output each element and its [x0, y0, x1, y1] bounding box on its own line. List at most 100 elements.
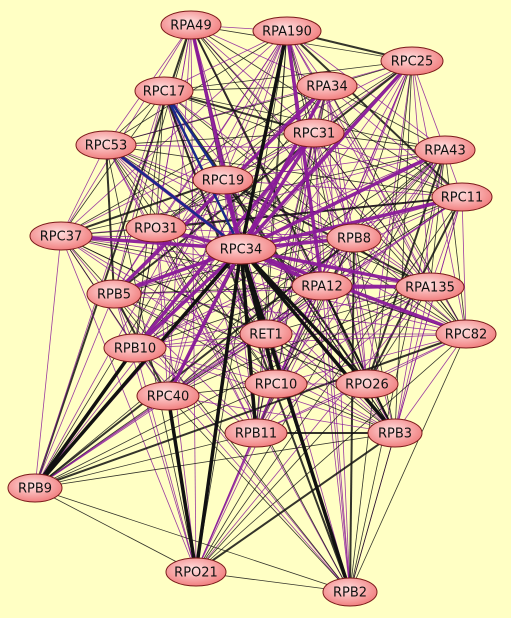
edge-RPB11-RPB9	[34, 432, 257, 489]
node-rpb3[interactable]: RPB3	[367, 418, 423, 448]
edge-RPA43-RPC19	[222, 149, 446, 181]
edge-RPC25-RPA135	[411, 60, 431, 288]
edge-RPC34-RPB10	[133, 247, 243, 350]
node-ellipse	[244, 369, 308, 399]
node-rpc19[interactable]: RPC19	[192, 165, 254, 195]
edge-RPC19-RPA135	[222, 179, 431, 288]
edge-RPC37-RPC82	[60, 235, 467, 335]
node-ellipse	[252, 16, 322, 46]
node-rpb2[interactable]: RPB2	[322, 577, 378, 607]
edge-RPC11-RPC82	[461, 196, 467, 335]
node-ellipse	[283, 118, 345, 148]
node-rpo26[interactable]: RPO26	[335, 369, 399, 399]
node-rpc37[interactable]: RPC37	[29, 221, 93, 251]
edge-RPC53-RPA43	[105, 144, 446, 151]
node-rpc11[interactable]: RPC11	[431, 182, 493, 212]
edge-RPA34-RPC53	[105, 85, 328, 146]
node-rpb10[interactable]: RPB10	[103, 333, 167, 363]
edge-RPC34-RPC82	[240, 247, 467, 336]
edge-RPB9-RPO21	[34, 487, 197, 573]
edge-RPA43-RPB10	[134, 149, 446, 349]
node-label: RPC25	[391, 55, 434, 70]
edge-RET1-RPB9	[34, 333, 267, 489]
edge-RET1-RPB3	[265, 333, 396, 434]
edge-RPA43-RPA12	[321, 149, 446, 287]
edge-RPA43-RPO26	[366, 149, 446, 385]
edge-RPC82-RPB3	[394, 333, 467, 434]
node-rpb5[interactable]: RPB5	[86, 279, 142, 309]
node-ellipse	[29, 221, 93, 251]
edge-RPC11-RPA135	[429, 196, 463, 288]
edge-RPC25-RPA43	[411, 60, 446, 151]
node-ellipse	[291, 271, 353, 301]
edge-RPB5-RPB9	[34, 293, 115, 489]
node-label: RPA49	[170, 19, 211, 34]
edge-RPA190-RPB5	[113, 30, 288, 295]
node-label: RPA190	[262, 25, 312, 40]
node-rpc82[interactable]: RPC82	[435, 319, 497, 349]
node-rpc17[interactable]: RPC17	[134, 76, 194, 106]
edge-RPA43-RPB5	[113, 149, 446, 295]
node-label: RPC53	[85, 139, 128, 154]
edge-RPC53-RPC34	[105, 144, 242, 250]
node-rpb11[interactable]: RPB11	[224, 418, 288, 448]
node-rpc40[interactable]: RPC40	[136, 381, 200, 411]
edge-RPO31-RPB10	[134, 227, 157, 349]
node-rpo31[interactable]: RPO31	[125, 213, 187, 243]
node-label: RPC40	[147, 390, 190, 405]
node-ellipse	[431, 182, 493, 212]
node-label: RPC19	[202, 174, 245, 189]
edge-RPC34-RPC11	[240, 195, 463, 251]
edge-RPA135-RPC10	[275, 286, 431, 385]
node-label: RPC37	[40, 230, 83, 245]
edge-RPC17-RPB11	[163, 90, 257, 434]
node-rpa49[interactable]: RPA49	[160, 10, 222, 40]
edge-RPC53-RPB11	[105, 144, 257, 434]
node-rpc34[interactable]: RPC34	[205, 233, 277, 265]
edge-RPC37-RPA12	[60, 235, 323, 287]
node-ellipse	[75, 130, 137, 160]
node-rpa43[interactable]: RPA43	[414, 135, 476, 165]
node-ellipse	[414, 135, 476, 165]
node-rpc31[interactable]: RPC31	[283, 118, 345, 148]
node-label: RPC17	[143, 85, 186, 100]
edge-RPB10-RPO21	[134, 347, 197, 573]
node-rpc25[interactable]: RPC25	[380, 46, 444, 76]
node-ellipse	[136, 381, 200, 411]
node-rpa34[interactable]: RPA34	[296, 71, 358, 101]
node-ellipse	[125, 213, 187, 243]
node-label: RPA34	[306, 80, 347, 95]
edge-RPC17-RPC37	[60, 90, 165, 237]
edge-RPA12-RPB3	[321, 285, 396, 434]
node-rpb8[interactable]: RPB8	[326, 223, 382, 253]
edge-RPC37-RPC40	[60, 235, 169, 397]
edge-RPA135-RPO26	[366, 286, 431, 385]
node-label: RPC34	[220, 243, 263, 258]
edge-RPC40-RPB3	[167, 395, 396, 434]
node-rpb9[interactable]: RPB9	[7, 473, 63, 503]
node-rpc10[interactable]: RPC10	[244, 369, 308, 399]
edge-RPC34-RPB9	[33, 247, 243, 490]
edge-RPA34-RPC11	[326, 85, 463, 198]
edge-RPC25-RPO26	[366, 60, 413, 385]
edge-RPC34-RPC25	[239, 59, 414, 251]
node-ellipse	[322, 577, 378, 607]
node-label: RPB10	[114, 342, 156, 357]
node-ret1[interactable]: RET1	[239, 319, 293, 349]
edge-RPC19-RPC40	[167, 179, 224, 397]
node-rpa135[interactable]: RPA135	[395, 272, 465, 302]
edge-RPB10-RPB9	[33, 346, 137, 490]
edge-RPA49-RPA34	[190, 24, 328, 87]
node-rpa12[interactable]: RPA12	[291, 271, 353, 301]
node-label: RPO31	[134, 222, 178, 237]
edge-RPB5-RPA12	[113, 285, 323, 295]
edge-RPC19-RPB10	[134, 179, 224, 349]
edge-RPC19-RPC37	[60, 179, 224, 237]
node-rpa190[interactable]: RPA190	[252, 16, 322, 46]
node-rpc53[interactable]: RPC53	[75, 130, 137, 160]
edge-RPA43-RPB8	[353, 149, 446, 239]
node-rpo21[interactable]: RPO21	[165, 557, 227, 587]
edge-RPC40-RPO21	[166, 395, 198, 573]
node-ellipse	[205, 233, 277, 265]
